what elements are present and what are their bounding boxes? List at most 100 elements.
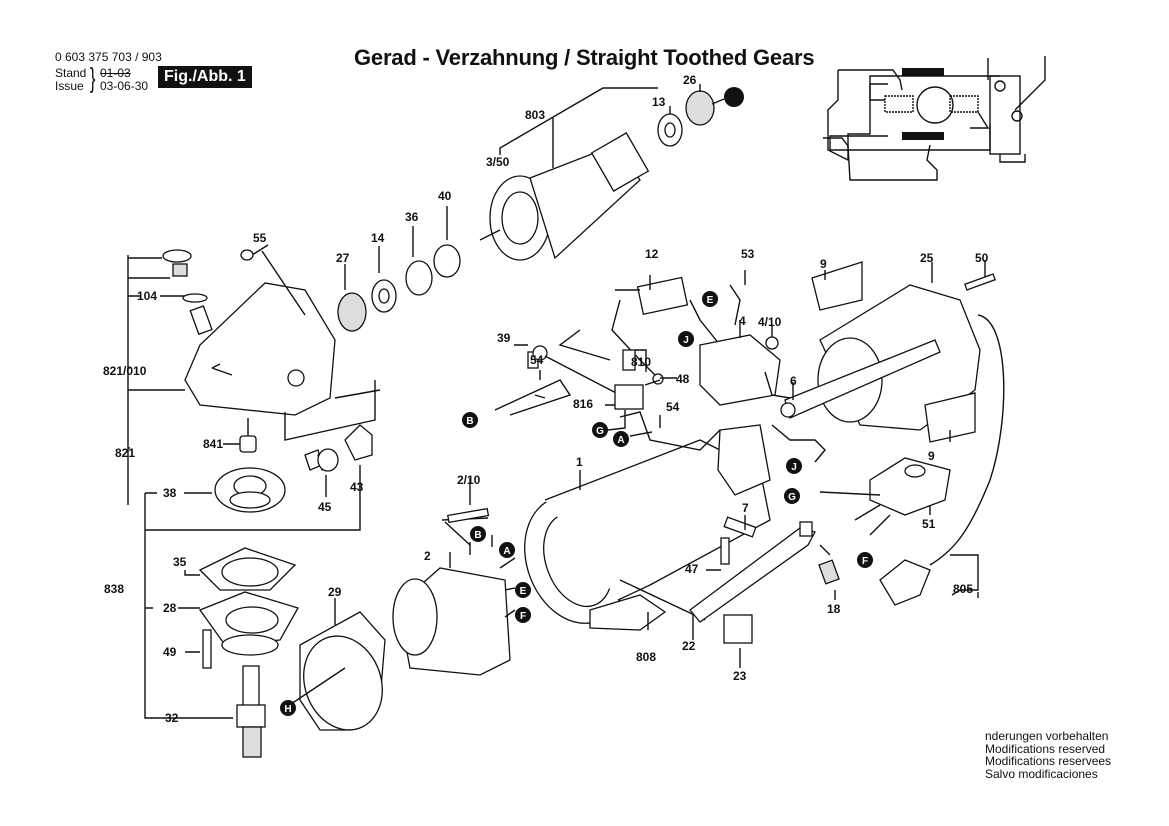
part-label-22: 22 — [682, 639, 696, 653]
bearing-flange — [284, 598, 386, 731]
connector-marker-j-1: J — [678, 331, 694, 347]
document-number: 0 603 375 703 / 903 — [55, 50, 162, 64]
part-label-6: 6 — [790, 374, 797, 388]
part-label-18: 18 — [827, 602, 841, 616]
svg-text:H: H — [284, 704, 291, 715]
part-label-2: 2 — [424, 549, 431, 563]
connector-marker-f-1: F — [857, 552, 873, 568]
part-label-47: 47 — [685, 562, 699, 576]
part-labels: 803 13 26 3/50 40 36 14 27 55 104 821/01… — [103, 73, 989, 725]
svg-text:G: G — [596, 426, 604, 437]
svg-text:F: F — [862, 556, 868, 567]
svg-text:A: A — [503, 546, 510, 557]
brace-icon: } — [89, 62, 96, 93]
part-label-32: 32 — [165, 711, 179, 725]
part-label-1: 1 — [576, 455, 583, 469]
notice-line-es: Salvo modificaciones — [985, 766, 1098, 781]
connector-marker-a-2: A — [499, 542, 515, 558]
motor-cover — [771, 260, 996, 463]
modifications-notice: nderungen vorbehalten Modifications rese… — [985, 730, 1111, 780]
part-label-35: 35 — [173, 555, 187, 569]
part-label-23: 23 — [733, 669, 747, 683]
issue-date: 03-06-30 — [100, 79, 149, 93]
part-label-45: 45 — [318, 500, 332, 514]
part-label-7: 7 — [742, 501, 749, 515]
part-label-40: 40 — [438, 189, 452, 203]
part-label-821: 821 — [115, 446, 135, 460]
part-label-36: 36 — [405, 210, 419, 224]
part-label-12: 12 — [645, 247, 659, 261]
field-coil — [392, 478, 516, 676]
part-label-55: 55 — [253, 231, 267, 245]
slide-switch — [689, 515, 840, 668]
part-label-803: 803 — [525, 108, 545, 122]
notice-line-fr: Modifications reservees — [985, 754, 1112, 768]
bearing-row — [337, 206, 461, 332]
switch-assembly — [494, 270, 791, 451]
connector-marker-b-1: B — [462, 412, 478, 428]
stand-date-struck: 01-03 — [100, 66, 131, 80]
connector-markers: B G A E J J G F B A E F H — [280, 291, 873, 716]
armature-assembly — [479, 84, 744, 261]
stand-issue-labels: Stand Issue — [55, 67, 86, 93]
part-label-104: 104 — [137, 289, 157, 303]
svg-text:J: J — [791, 462, 797, 473]
power-cable — [879, 314, 1005, 606]
part-label-54-lower: 54 — [666, 400, 680, 414]
connector-marker-g-2: G — [784, 488, 800, 504]
part-label-48: 48 — [676, 372, 690, 386]
part-label-2-10: 2/10 — [457, 473, 481, 487]
part-label-38: 38 — [163, 486, 177, 500]
part-label-27: 27 — [336, 251, 350, 265]
part-label-808: 808 — [636, 650, 656, 664]
part-label-14: 14 — [371, 231, 385, 245]
connector-marker-b-2: B — [470, 526, 486, 542]
connector-marker-g-1: G — [592, 422, 608, 438]
part-label-25: 25 — [920, 251, 934, 265]
part-label-13: 13 — [652, 95, 666, 109]
gear-flange-stack — [144, 467, 299, 758]
svg-text:B: B — [466, 416, 473, 427]
part-label-805: 805 — [953, 582, 973, 596]
notice-line-de: nderungen vorbehalten — [985, 729, 1109, 743]
connector-marker-e-2: E — [515, 582, 531, 598]
stand-label: Stand — [55, 66, 87, 80]
svg-text:E: E — [520, 586, 527, 597]
part-label-9-lower: 9 — [928, 449, 935, 463]
connector-marker-j-2: J — [786, 458, 802, 474]
gear-housing — [127, 244, 381, 531]
part-label-53: 53 — [741, 247, 755, 261]
svg-text:G: G — [788, 492, 796, 503]
part-label-816: 816 — [573, 397, 593, 411]
part-label-810: 810 — [631, 355, 651, 369]
part-label-821-010: 821/010 — [103, 364, 147, 378]
electronic-module — [819, 457, 951, 536]
svg-text:E: E — [707, 295, 714, 306]
figure-badge: Fig./Abb. 1 — [158, 66, 252, 88]
part-label-26: 26 — [683, 73, 697, 87]
svg-text:A: A — [617, 435, 624, 446]
wiring-schematic — [823, 56, 1046, 181]
notice-line-en: Modifications reserved — [985, 741, 1106, 756]
part-label-9-upper: 9 — [820, 257, 827, 271]
connector-marker-f-2: F — [515, 607, 531, 623]
svg-text:B: B — [474, 530, 481, 541]
connector-marker-h-1: H — [280, 700, 296, 716]
part-label-39: 39 — [497, 331, 511, 345]
svg-text:F: F — [520, 611, 526, 622]
part-label-841: 841 — [203, 437, 223, 451]
issue-label: Issue — [55, 79, 84, 93]
part-label-50: 50 — [975, 251, 989, 265]
part-label-4-10: 4/10 — [758, 315, 782, 329]
part-label-49: 49 — [163, 645, 177, 659]
part-label-51: 51 — [922, 517, 936, 531]
part-label-29: 29 — [328, 585, 342, 599]
part-label-3-50: 3/50 — [486, 155, 510, 169]
page-title: Gerad - Verzahnung / Straight Toothed Ge… — [354, 45, 815, 70]
part-label-838: 838 — [104, 582, 124, 596]
connector-marker-a-1: A — [613, 431, 629, 447]
svg-text:J: J — [683, 335, 689, 346]
part-label-4: 4 — [739, 314, 746, 328]
part-label-28: 28 — [163, 601, 177, 615]
